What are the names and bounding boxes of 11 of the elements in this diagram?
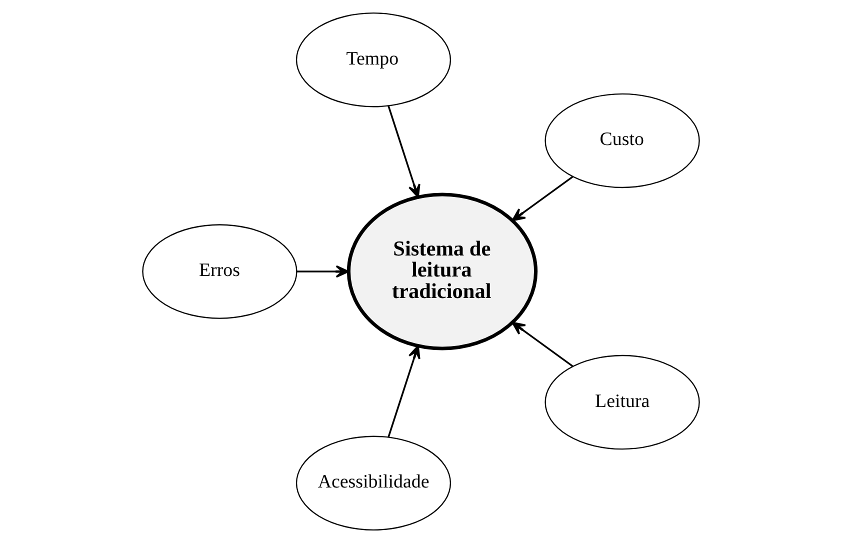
arrow xyxy=(512,176,574,222)
node-ellipse: Leitura xyxy=(544,354,700,450)
arrow xyxy=(388,345,420,438)
node-ellipse: Tempo xyxy=(296,12,452,108)
arrow xyxy=(296,265,350,278)
node-ellipse: Sistema de leitura tradicional xyxy=(346,192,538,350)
node-ellipse: Acessibilidade xyxy=(296,436,452,531)
node-ellipse: Custo xyxy=(544,93,700,188)
arrow xyxy=(388,106,420,198)
arrow xyxy=(512,322,574,367)
node-ellipse: Erros xyxy=(142,224,298,319)
